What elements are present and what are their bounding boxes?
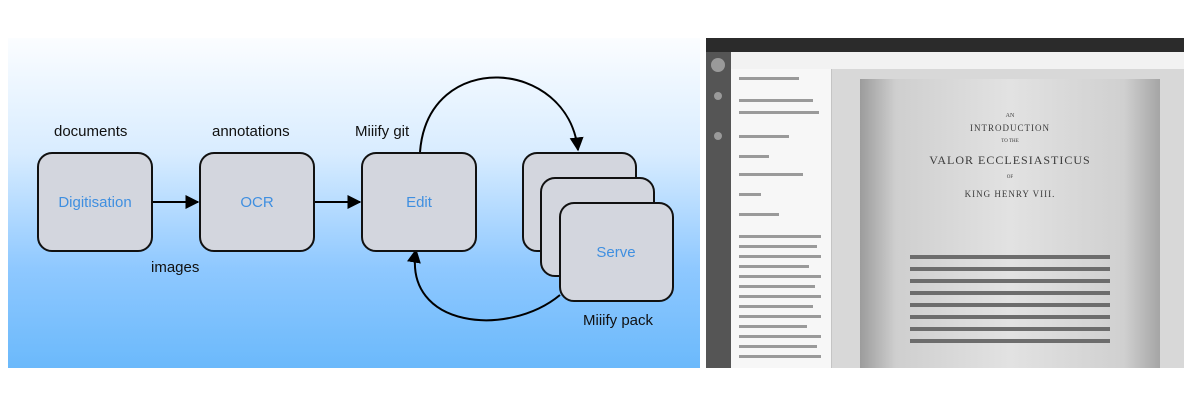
sidebar-line bbox=[739, 295, 821, 298]
sidebar-line bbox=[739, 285, 815, 288]
sidebar-line bbox=[739, 335, 821, 338]
sidebar-line bbox=[739, 235, 821, 238]
documents-label: documents bbox=[54, 123, 127, 140]
images-label: images bbox=[151, 259, 199, 276]
sidebar-line bbox=[739, 345, 817, 348]
serve-label: Serve bbox=[596, 244, 635, 261]
sidebar-line bbox=[739, 315, 821, 318]
scanned-page: AN INTRODUCTION TO THE VALOR ECCLESIASTI… bbox=[860, 79, 1160, 368]
ocr-node bbox=[199, 152, 315, 252]
sidebar-line bbox=[739, 213, 779, 216]
miiify-pack-label: Miiify pack bbox=[583, 312, 654, 329]
page-text-line bbox=[910, 255, 1110, 259]
arrow-edit-to-serve bbox=[419, 76, 584, 153]
viewer-canvas: AN INTRODUCTION TO THE VALOR ECCLESIASTI… bbox=[832, 69, 1184, 368]
page-text-line bbox=[910, 291, 1110, 295]
page-heading: VALOR ECCLESIASTICUS bbox=[929, 153, 1091, 167]
page-heading: INTRODUCTION bbox=[970, 123, 1050, 133]
page-heading: KING HENRY VIII. bbox=[964, 189, 1056, 199]
annotation-icon bbox=[714, 92, 722, 100]
sidebar-line bbox=[739, 193, 761, 196]
page-text-line bbox=[910, 339, 1110, 343]
digitisation-node bbox=[37, 152, 153, 252]
page-text-line bbox=[910, 279, 1110, 283]
sidebar-line bbox=[739, 265, 809, 268]
serve-node bbox=[559, 202, 674, 302]
sidebar-line bbox=[739, 173, 803, 176]
page-text-line bbox=[910, 303, 1110, 307]
viewer-side-rail bbox=[706, 52, 731, 368]
diagram-panel: Digitisation OCR Edit Serve documents an… bbox=[8, 38, 700, 368]
digitisation-label: Digitisation bbox=[58, 194, 131, 211]
sidebar-line bbox=[739, 155, 769, 158]
ocr-label: OCR bbox=[240, 194, 274, 211]
annotations-label: annotations bbox=[212, 123, 290, 140]
menu-icon bbox=[711, 58, 725, 72]
miiify-git-label: Miiify git bbox=[355, 123, 410, 140]
sidebar-line bbox=[739, 355, 821, 358]
sidebar-line bbox=[739, 99, 813, 102]
sidebar-line bbox=[739, 255, 821, 258]
edit-node bbox=[361, 152, 477, 252]
sidebar-line bbox=[739, 111, 819, 114]
viewer-annotation-sidebar bbox=[731, 69, 832, 368]
arrow-serve-to-edit bbox=[407, 248, 561, 322]
sidebar-line bbox=[739, 77, 799, 80]
workflow-diagram: Digitisation OCR Edit Serve documents an… bbox=[37, 76, 674, 329]
viewer-title-bar bbox=[706, 38, 1184, 52]
page-heading: AN bbox=[1005, 113, 1015, 119]
sidebar-line bbox=[739, 275, 821, 278]
document-viewer-screenshot: AN INTRODUCTION TO THE VALOR ECCLESIASTI… bbox=[706, 38, 1184, 368]
sidebar-line bbox=[739, 135, 789, 138]
edit-label: Edit bbox=[406, 194, 433, 211]
page-text-line bbox=[910, 315, 1110, 319]
sidebar-line bbox=[739, 325, 807, 328]
sidebar-line bbox=[739, 245, 817, 248]
layers-icon bbox=[714, 132, 722, 140]
page-text-line bbox=[910, 267, 1110, 271]
page-heading: OF bbox=[1006, 175, 1014, 180]
viewer-toolbar bbox=[731, 52, 1184, 70]
page-text-line bbox=[910, 327, 1110, 331]
sidebar-line bbox=[739, 305, 813, 308]
page-heading: TO THE bbox=[1001, 139, 1019, 144]
